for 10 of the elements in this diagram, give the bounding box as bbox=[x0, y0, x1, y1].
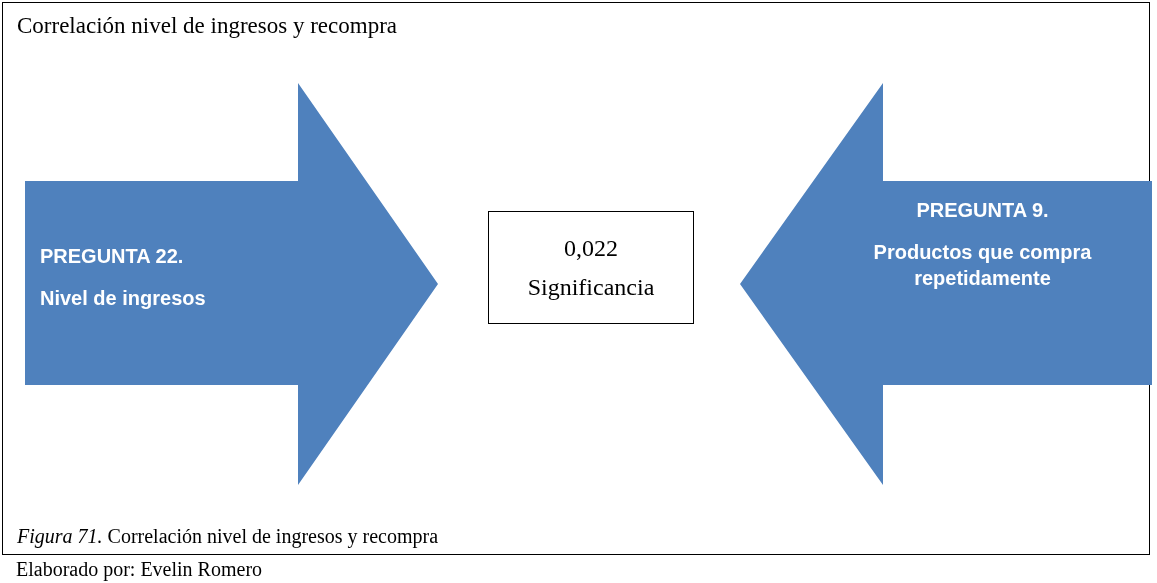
question-heading: PREGUNTA 22. bbox=[40, 244, 185, 269]
value-text: 0,022 bbox=[564, 234, 618, 262]
diagram-title: Correlación nivel de ingresos y recompra bbox=[17, 13, 397, 39]
question-heading: PREGUNTA 9. bbox=[915, 198, 1050, 223]
result-box bbox=[488, 211, 694, 324]
question-text: Nivel de ingresos bbox=[40, 286, 207, 311]
question-text: Productos que compra repetidamente bbox=[872, 240, 1093, 291]
figure-caption: Figura 71. Correlación nivel de ingresos y recompra bbox=[17, 525, 438, 548]
credit-note: Elaborado por: Evelin Romero bbox=[16, 558, 263, 581]
result-label: Significancia bbox=[527, 273, 655, 301]
